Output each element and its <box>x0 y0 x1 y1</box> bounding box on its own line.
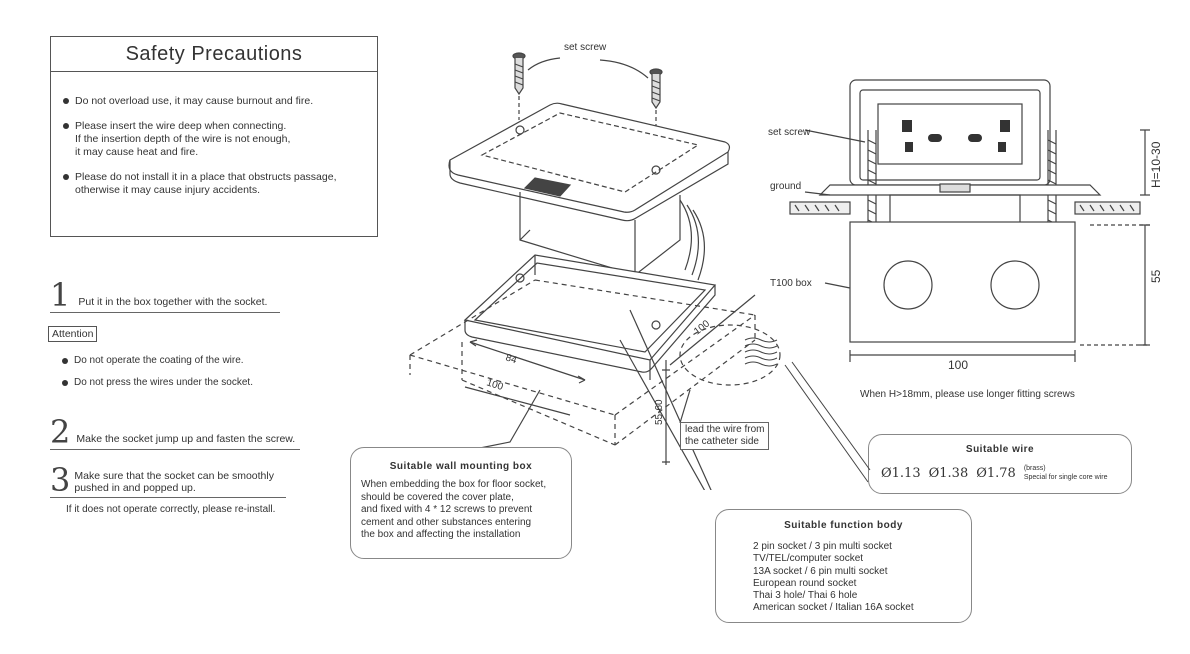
safety-item: Do not overload use, it may cause burnou… <box>63 95 363 108</box>
set-screw-label: set screw <box>564 42 607 53</box>
side-set-screw-label: set screw <box>768 127 811 138</box>
attention-item: Do not operate the coating of the wire. <box>62 355 292 366</box>
wire-sizes: Ø1.13 Ø1.38 Ø1.78 (brass) Special for si… <box>881 464 1131 482</box>
safety-title: Safety Precautions <box>51 37 377 72</box>
function-body-list: 2 pin socket / 3 pin multi socket TV/TEL… <box>753 541 914 614</box>
wire-leader-lines <box>784 361 871 483</box>
step-text: Put it in the box together with the sock… <box>78 296 268 308</box>
step-3: 3 Make sure that the socket can be smoot… <box>50 464 286 498</box>
step-2: 2 Make the socket jump up and fasten the… <box>50 416 300 450</box>
isometric-box-drawing: set screw 84 100 100 55-60 <box>409 42 781 490</box>
wire-coil-icon <box>744 337 778 367</box>
bullet-icon <box>62 358 68 364</box>
wall-box-body: When embedding the box for floor socket,… <box>361 479 547 540</box>
dim-depth: 55-60 <box>654 399 665 425</box>
lead-wire-callout: lead the wire from the catheter side <box>680 422 770 450</box>
attention-item: Do not press the wires under the socket. <box>62 377 292 388</box>
suitable-wire-title: Suitable wire <box>965 444 1035 455</box>
set-screw-icon <box>649 68 663 110</box>
side-view-drawing: set screw ground T100 box H=10-30 55 100 <box>768 79 1163 372</box>
bullet-icon <box>63 174 69 180</box>
dim-55-label: 55 <box>1149 269 1163 283</box>
ground-label: ground <box>770 181 801 192</box>
safety-precautions-panel: Safety Precautions Do not overload use, … <box>50 36 378 237</box>
step-text: Make the socket jump up and fasten the s… <box>76 433 296 445</box>
bullet-icon <box>62 380 68 386</box>
box-label: T100 box <box>770 278 812 289</box>
dim-100-label: 100 <box>948 358 968 372</box>
step-number: 1 <box>50 276 71 314</box>
wire-brass: (brass) <box>1023 465 1046 472</box>
height-label: H=10-30 <box>1149 141 1163 188</box>
wire-size: Ø1.13 <box>881 465 921 481</box>
bullet-icon <box>63 98 69 104</box>
reinstall-note: If it does not operate correctly, please… <box>66 504 276 515</box>
dim-84: 84 <box>504 352 518 366</box>
step-text: Make sure that the socket can be smoothl… <box>74 470 274 494</box>
attention-list: Do not operate the coating of the wire. … <box>62 355 292 400</box>
safety-list: Do not overload use, it may cause burnou… <box>51 72 377 197</box>
dim-100-left: 100 <box>485 377 505 393</box>
wire-note: Special for single core wire <box>1023 474 1108 481</box>
attention-label: Attention <box>48 326 98 342</box>
wall-box-callout: Suitable wall mounting box When embeddin… <box>350 447 572 559</box>
function-body-callout: Suitable function body 2 pin socket / 3 … <box>715 509 972 623</box>
step-number: 3 <box>50 461 71 499</box>
side-view-note: When H>18mm, please use longer fitting s… <box>860 389 1075 400</box>
socket-outlet-icon <box>902 120 1010 152</box>
step-1: 1 Put it in the box together with the so… <box>50 279 280 313</box>
dim-100-right: 100 <box>692 318 712 337</box>
function-body-title: Suitable function body <box>784 520 903 531</box>
wire-size: Ø1.78 <box>976 465 1016 481</box>
wall-box-title: Suitable wall mounting box <box>389 461 533 472</box>
safety-item: Please insert the wire deep when connect… <box>63 120 363 159</box>
step-number: 2 <box>50 413 71 451</box>
safety-item: Please do not install it in a place that… <box>63 171 363 197</box>
set-screw-icon <box>512 52 526 96</box>
wire-size: Ø1.38 <box>928 465 969 481</box>
bullet-icon <box>63 123 69 129</box>
suitable-wire-callout: Suitable wire Ø1.13 Ø1.38 Ø1.78 (brass) … <box>868 434 1132 494</box>
